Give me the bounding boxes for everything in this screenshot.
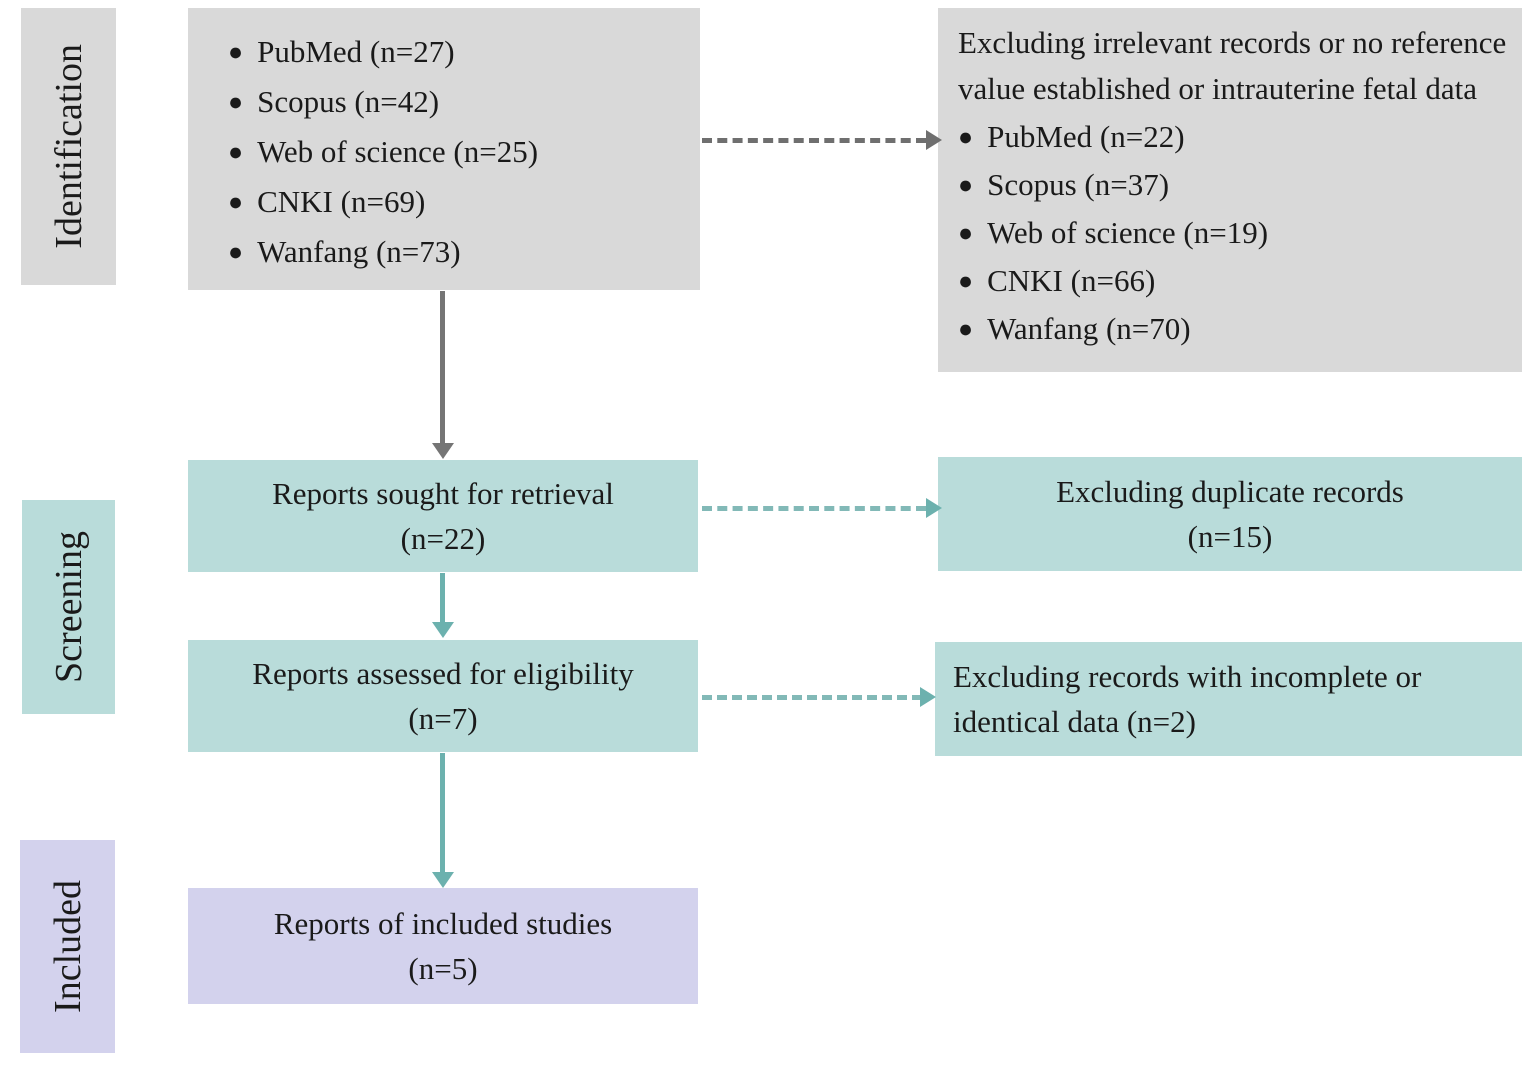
stage-label-identification-text: Identification xyxy=(47,44,90,249)
reports-assessed-box: Reports assessed for eligibility (n=7) xyxy=(188,640,698,752)
arrow-right-icon xyxy=(926,130,942,150)
excluding-incomplete-box: Excluding records with incomplete or ide… xyxy=(935,642,1522,756)
source-label: Scopus (n=42) xyxy=(257,84,440,119)
excluding-duplicates-box: Excluding duplicate records (n=15) xyxy=(938,457,1522,571)
stage-label-included: Included xyxy=(20,840,115,1053)
source-label: Web of science (n=19) xyxy=(987,215,1269,250)
reports-assessed-label: Reports assessed for eligibility xyxy=(252,656,634,691)
arrow-down-icon xyxy=(432,872,454,888)
exclusion-identification-box: Excluding irrelevant records or no refer… xyxy=(938,8,1522,372)
bullet-icon: ● xyxy=(958,268,974,295)
bullet-icon: ● xyxy=(228,239,244,266)
source-label: CNKI (n=69) xyxy=(257,184,426,219)
source-label: PubMed (n=27) xyxy=(257,34,455,69)
reports-assessed-count: (n=7) xyxy=(408,701,478,736)
stage-label-identification: Identification xyxy=(21,8,116,285)
reports-sought-label: Reports sought for retrieval xyxy=(272,476,614,511)
stage-label-screening-text: Screening xyxy=(47,531,90,683)
arrow-right-icon xyxy=(920,687,936,707)
list-item: ● PubMed (n=22) xyxy=(958,114,1508,162)
reports-included-count: (n=5) xyxy=(408,951,478,986)
exclusion-identification-title: Excluding irrelevant records or no refer… xyxy=(958,25,1507,106)
list-item: ● Wanfang (n=73) xyxy=(228,228,692,278)
source-label: CNKI (n=66) xyxy=(987,263,1156,298)
source-label: Web of science (n=25) xyxy=(257,134,539,169)
source-label: PubMed (n=22) xyxy=(987,119,1185,154)
list-item: ● Web of science (n=19) xyxy=(958,210,1508,258)
bullet-icon: ● xyxy=(958,316,974,343)
reports-included-box: Reports of included studies (n=5) xyxy=(188,888,698,1004)
arrow-down-icon xyxy=(432,443,454,459)
source-label: Wanfang (n=73) xyxy=(257,234,461,269)
arrow-down-icon xyxy=(432,622,454,638)
bullet-icon: ● xyxy=(228,89,244,116)
source-label: Wanfang (n=70) xyxy=(987,311,1191,346)
stage-label-included-text: Included xyxy=(46,880,89,1013)
excluding-duplicates-label: Excluding duplicate records xyxy=(1056,474,1404,509)
arrow-right-icon xyxy=(926,498,942,518)
bullet-icon: ● xyxy=(228,39,244,66)
list-item: ● CNKI (n=66) xyxy=(958,258,1508,306)
bullet-icon: ● xyxy=(958,172,974,199)
identification-sources-box: ● PubMed (n=27) ● Scopus (n=42) ● Web of sc… xyxy=(188,8,700,290)
bullet-icon: ● xyxy=(228,139,244,166)
reports-sought-box: Reports sought for retrieval (n=22) xyxy=(188,460,698,572)
stage-label-screening: Screening xyxy=(22,500,115,714)
excluding-incomplete-label: Excluding records with incomplete or ide… xyxy=(953,659,1422,739)
bullet-icon: ● xyxy=(958,220,974,247)
list-item: ● Scopus (n=37) xyxy=(958,162,1508,210)
list-item: ● Wanfang (n=70) xyxy=(958,306,1508,354)
list-item: ● Scopus (n=42) xyxy=(228,78,692,128)
source-label: Scopus (n=37) xyxy=(987,167,1170,202)
bullet-icon: ● xyxy=(958,124,974,151)
reports-included-label: Reports of included studies xyxy=(273,906,613,941)
bullet-icon: ● xyxy=(228,189,244,216)
reports-sought-count: (n=22) xyxy=(400,521,486,556)
list-item: ● Web of science (n=25) xyxy=(228,128,692,178)
excluding-duplicates-count: (n=15) xyxy=(1187,519,1273,554)
list-item: ● PubMed (n=27) xyxy=(228,28,692,78)
list-item: ● CNKI (n=69) xyxy=(228,178,692,228)
